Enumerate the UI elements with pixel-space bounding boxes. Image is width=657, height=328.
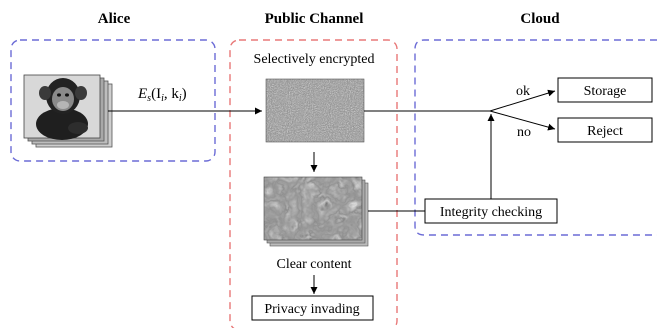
integrity-checking-box: Integrity checking — [424, 198, 558, 224]
encryption-args: (I — [151, 86, 161, 102]
storage-label: Storage — [584, 84, 627, 99]
encryption-sub: s — [147, 93, 151, 104]
encryption-label: Es(Ii, ki) — [137, 86, 187, 104]
encryption-args-sub-i: i — [161, 93, 164, 104]
encryption-args-sub-k: i — [179, 93, 182, 104]
encrypted-image — [265, 78, 365, 143]
clear-content-label: Clear content — [276, 257, 351, 272]
cloud-region — [414, 39, 657, 236]
header-public-channel: Public Channel — [265, 11, 364, 27]
svg-text:Es(Ii, ki): Es(Ii, ki) — [137, 86, 187, 104]
reject-box: Reject — [557, 117, 653, 143]
encryption-func: E — [137, 86, 147, 102]
no-label: no — [517, 125, 531, 140]
alice-region — [10, 39, 216, 162]
header-cloud: Cloud — [520, 11, 560, 27]
public-channel-region — [229, 39, 398, 328]
integrity-checking-label: Integrity checking — [440, 205, 542, 220]
selectively-encrypted-label: Selectively encrypted — [254, 52, 375, 67]
storage-box: Storage — [557, 77, 653, 103]
arrow-to-reject — [489, 110, 556, 131]
arrow-to-storage — [489, 89, 556, 112]
privacy-invading-label: Privacy invading — [264, 302, 359, 317]
privacy-invading-box: Privacy invading — [251, 295, 374, 321]
ok-label: ok — [516, 84, 530, 99]
encryption-close: ) — [182, 86, 187, 102]
header-alice: Alice — [98, 11, 131, 27]
encryption-comma: , k — [164, 86, 180, 102]
chimp-photo — [23, 74, 101, 140]
chimp-image-stack — [23, 74, 113, 148]
clear-content-image — [263, 176, 369, 247]
reject-label: Reject — [587, 124, 623, 139]
